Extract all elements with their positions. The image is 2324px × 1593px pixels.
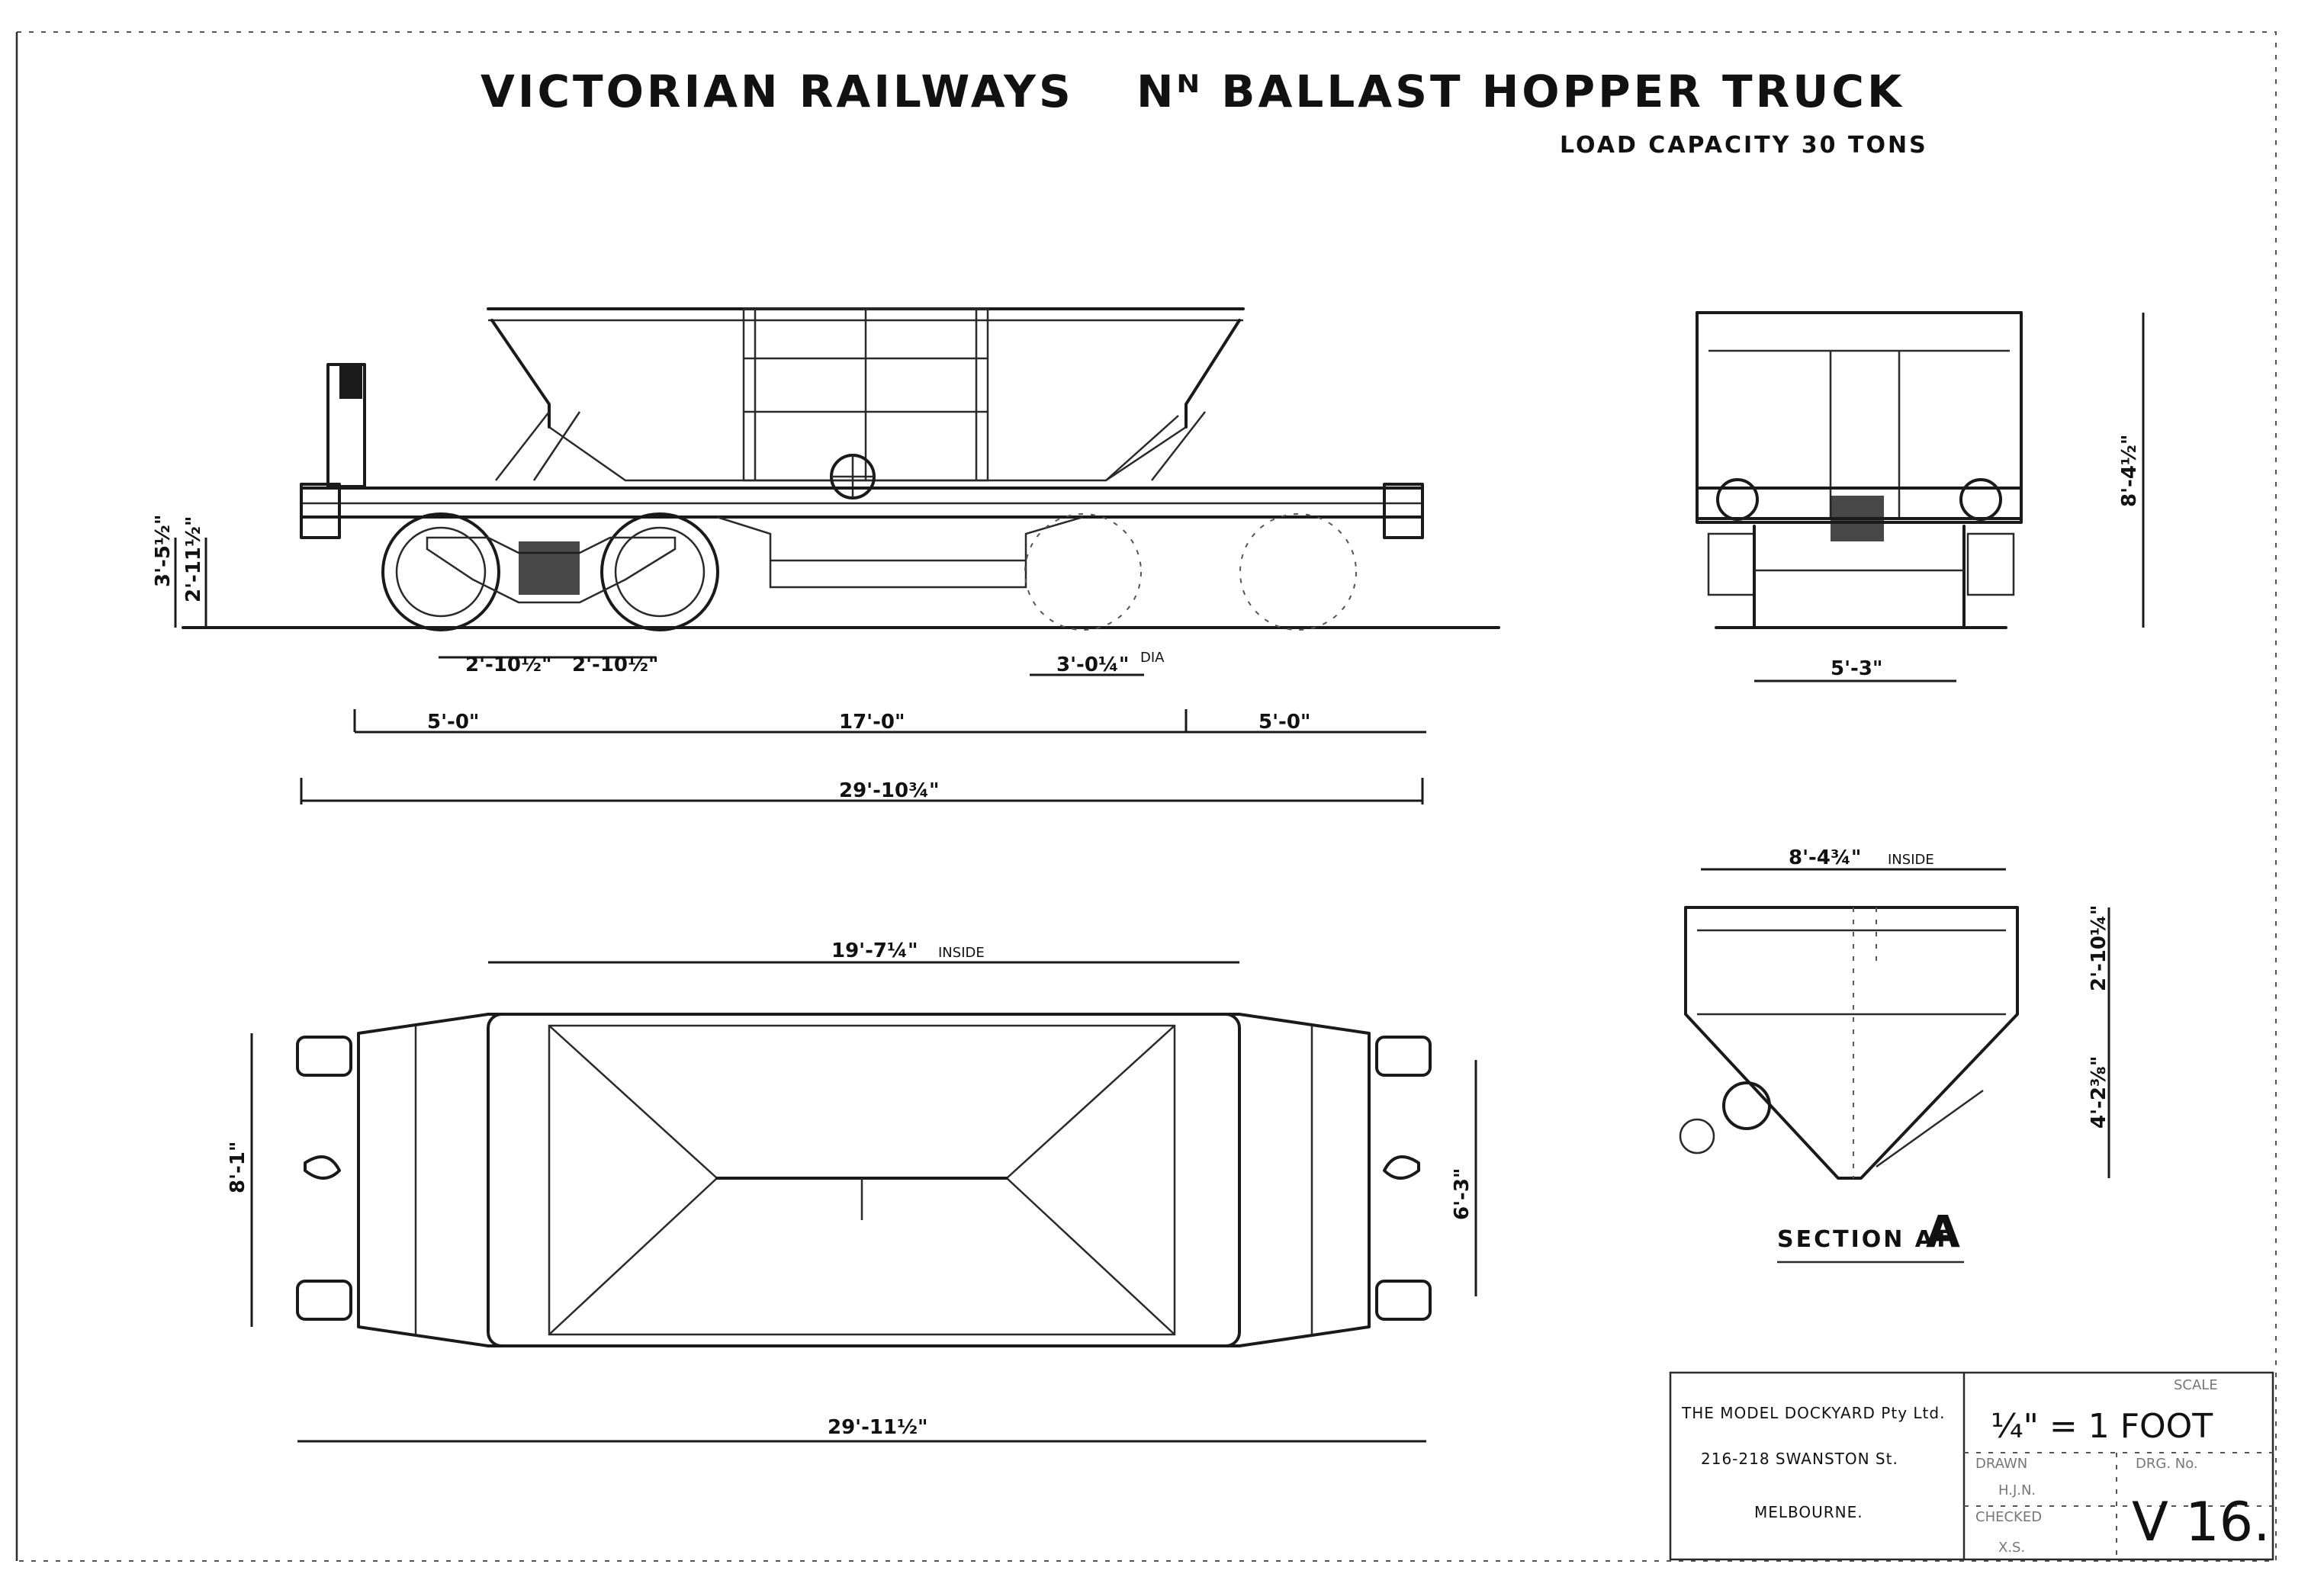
left-bogie-wheel-2-rim bbox=[614, 526, 706, 618]
left-bogie-springs bbox=[519, 541, 580, 595]
plan-dim-overall-width: 8'-1" bbox=[227, 1142, 249, 1193]
plan-slope-tl bbox=[548, 1025, 718, 1179]
section-buffer bbox=[1722, 1081, 1771, 1130]
dim-overall-height-left: 3'-5½" bbox=[152, 515, 175, 587]
border-rect bbox=[16, 31, 2277, 1562]
plan-outer-outline bbox=[357, 1013, 1371, 1347]
right-bogie-wheel-2 bbox=[1239, 513, 1357, 631]
section-view: 8'-4¾" INSIDE 2'-10¼" 4'-2⅜" SECTION AT … bbox=[1679, 846, 2110, 1264]
plan-hopper-inner bbox=[548, 1024, 1176, 1336]
title-truck: Nᴺ BALLAST HOPPER TRUCK bbox=[1136, 66, 1905, 117]
tb-drawn-value: H.J.N. bbox=[1998, 1482, 2036, 1498]
plan-slope-br bbox=[1006, 1177, 1175, 1335]
left-brace-2 bbox=[532, 411, 581, 481]
end-buffer-right bbox=[1959, 478, 2002, 521]
plan-dim-inner-width: 6'-3" bbox=[1451, 1168, 1474, 1220]
left-bogie-wheel-1 bbox=[381, 512, 500, 631]
dim-overhang-left: 5'-0" bbox=[427, 711, 479, 734]
right-buffer-beam bbox=[1383, 483, 1424, 539]
plan-hopper-rect bbox=[487, 1013, 1241, 1347]
dim-wheelbase-b: 2'-10½" bbox=[572, 654, 658, 676]
left-buffer-beam bbox=[300, 483, 341, 539]
tb-checked-value: X.S. bbox=[1998, 1540, 2025, 1556]
title-railways: VICTORIAN RAILWAYS bbox=[481, 66, 1074, 117]
left-bogie-wheel-1-rim bbox=[395, 526, 487, 618]
tb-checked-label: CHECKED bbox=[1975, 1509, 2042, 1525]
right-brace-1 bbox=[1105, 415, 1179, 481]
plan-buffer-br bbox=[1375, 1280, 1432, 1321]
right-brace-2 bbox=[1151, 411, 1206, 481]
plan-buffer-bl bbox=[296, 1280, 352, 1321]
end-buffer-left bbox=[1716, 478, 1759, 521]
dim-wheelbase-a: 2'-10½" bbox=[465, 654, 551, 676]
dim-overall-length: 29'-10¾" bbox=[839, 779, 940, 802]
left-bogie-wheel-2 bbox=[600, 512, 719, 631]
tb-company-line3: MELBOURNE. bbox=[1754, 1503, 1863, 1521]
end-axlebox-left bbox=[1707, 532, 1756, 596]
dim-overhang-right: 5'-0" bbox=[1258, 711, 1310, 734]
section-label: SECTION AT bbox=[1777, 1226, 1951, 1253]
end-body-outline bbox=[1696, 311, 2023, 524]
plan-dim-inside-label: INSIDE bbox=[938, 945, 985, 961]
plan-dim-overall-length: 29'-11½" bbox=[828, 1416, 928, 1439]
tb-drg-value: V 16. bbox=[2132, 1491, 2270, 1553]
section-outline bbox=[1684, 906, 2019, 1180]
title-group: VICTORIAN RAILWAYS Nᴺ BALLAST HOPPER TRU… bbox=[481, 66, 1928, 159]
section-dim-upper-height: 2'-10¼" bbox=[2088, 905, 2110, 991]
tb-company-line1: THE MODEL DOCKYARD Pty Ltd. bbox=[1681, 1404, 1945, 1422]
plan-coupler-right-icon bbox=[1383, 1155, 1420, 1180]
plan-view: 19'-7¼" INSIDE 8'-1" 6'-3" 29'-11½" bbox=[227, 939, 1477, 1443]
end-coupler bbox=[1831, 496, 1884, 541]
plan-coupler-left-icon bbox=[304, 1155, 341, 1180]
tb-company-line2: 216-218 SWANSTON St. bbox=[1701, 1450, 1898, 1468]
dim-wheel-dia: 3'-0¼" bbox=[1056, 654, 1129, 676]
section-dim-inside-width: 8'-4¾" bbox=[1789, 846, 1861, 869]
title-block-frame bbox=[1669, 1371, 2274, 1561]
right-bogie-wheel-1 bbox=[1024, 513, 1142, 631]
section-dim-lower-height: 4'-2⅜" bbox=[2088, 1056, 2110, 1129]
tb-scale-label: SCALE bbox=[2174, 1377, 2218, 1393]
end-elevation: 8'-4½" 5'-3" bbox=[1696, 311, 2145, 682]
plan-buffer-tl bbox=[296, 1036, 352, 1077]
hopper-left-slope bbox=[490, 319, 551, 429]
dim-bogie-centres: 17'-0" bbox=[839, 711, 905, 734]
sheet-border bbox=[15, 31, 2277, 1562]
tb-drg-label: DRG. No. bbox=[2136, 1456, 2198, 1472]
left-end-post-cap bbox=[339, 365, 362, 399]
centre-sill bbox=[716, 515, 1084, 589]
end-dim-height-label: 8'-4½" bbox=[2118, 435, 2141, 507]
section-door-arm bbox=[1876, 1089, 1984, 1168]
hopper-body-lower bbox=[548, 426, 1187, 482]
dim-dia-suffix: DIA bbox=[1140, 650, 1165, 666]
title-load-capacity: LOAD CAPACITY 30 TONS bbox=[1560, 132, 1928, 159]
side-elevation: 3'-5½" 2'-11½" 2'-10½" 2'-10½" 3'-0¼" DI… bbox=[152, 307, 1500, 805]
left-brace-1 bbox=[495, 411, 550, 481]
section-lamp-icon bbox=[1679, 1118, 1715, 1155]
title-block: THE MODEL DOCKYARD Pty Ltd. 216-218 SWAN… bbox=[1669, 1371, 2274, 1561]
tb-drawn-label: DRAWN bbox=[1975, 1456, 2027, 1472]
plan-slope-bl bbox=[548, 1177, 718, 1335]
end-dim-gauge-label: 5'-3" bbox=[1831, 657, 1882, 680]
hopper-right-slope bbox=[1185, 319, 1241, 429]
section-dim-inside-label: INSIDE bbox=[1888, 852, 1934, 868]
dim-height-to-frame: 2'-11½" bbox=[182, 516, 205, 602]
section-marker: A bbox=[1926, 1206, 1963, 1257]
plan-slope-tr bbox=[1006, 1025, 1175, 1179]
end-axlebox-right bbox=[1966, 532, 2015, 596]
plan-buffer-tr bbox=[1375, 1036, 1432, 1077]
tb-scale-value: ¼" = 1 FOOT bbox=[1991, 1407, 2213, 1446]
plan-dim-inside-length: 19'-7¼" bbox=[831, 939, 918, 962]
